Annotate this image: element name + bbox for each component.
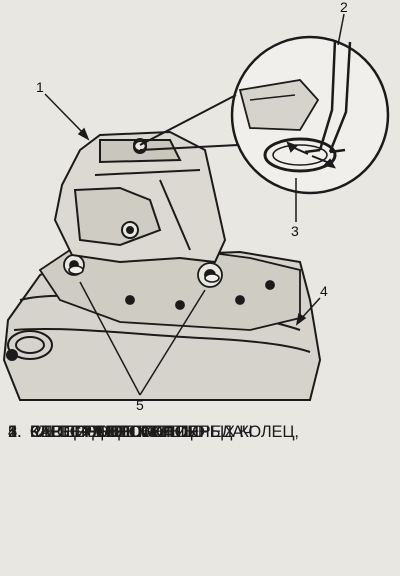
legend-text: РЕПЕРНЫЕ ШТИФТЫ <box>30 423 199 441</box>
leader-lines <box>44 13 345 396</box>
transmission-housing <box>53 130 227 264</box>
legend-number: 3. <box>8 423 22 441</box>
callout-2: 2 <box>340 0 348 15</box>
snap-ring-detail <box>263 137 337 173</box>
transmission-diagram: 1 2 3 4 5 <box>2 0 390 413</box>
callout-1: 1 <box>36 79 44 95</box>
legend-number: 5. <box>8 423 22 441</box>
dowel-pins <box>68 265 220 283</box>
expand-arrows <box>286 141 336 169</box>
legend-text: КАРТЕР СЦЕПЛЕНИЯ <box>30 423 199 441</box>
callout-4: 4 <box>320 283 328 299</box>
snap-ring-pliers <box>304 39 352 154</box>
legend-number: 2. <box>8 423 22 441</box>
legend-text: СТОПОРНОЕ КОЛЬЦО <box>30 423 205 441</box>
callout-3: 3 <box>291 223 299 239</box>
legend-number: 1. <box>8 423 22 441</box>
legend-text: КЛЕЩИ ДЛЯ СТОПОРНЫХ КОЛЕЦ, <box>30 423 299 441</box>
detail-magnifier <box>133 35 390 195</box>
callout-5: 5 <box>136 397 144 413</box>
bearing-ring <box>6 330 53 361</box>
legend-text: 07LGC-0010100 <box>30 423 150 441</box>
legend-number: 4. <box>8 423 22 441</box>
legend-text: КАРТЕР КОРОБКИ ПЕРЕДАЧ <box>30 423 253 441</box>
